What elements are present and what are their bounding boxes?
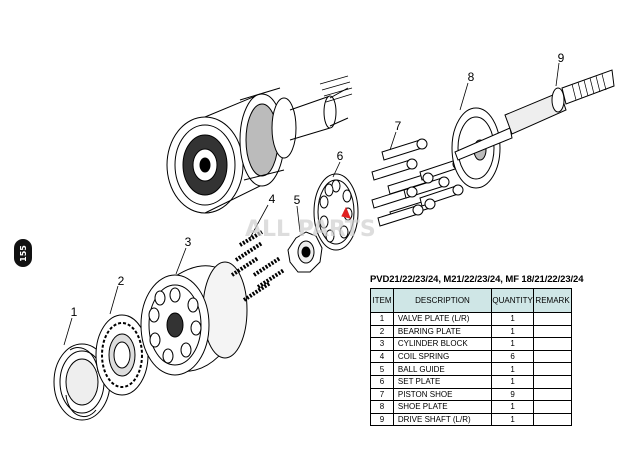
- callout-4: 4: [269, 192, 276, 206]
- part-5-ball-guide: [287, 231, 323, 273]
- row-remark: [533, 400, 572, 414]
- row-description: BALL GUIDE: [392, 362, 493, 376]
- row-description: DRIVE SHAFT (L/R): [392, 412, 493, 427]
- row-description: CYLINDER BLOCK: [392, 337, 493, 351]
- callout-9: 9: [558, 51, 565, 65]
- callout-7: 7: [395, 119, 402, 133]
- row-description: VALVE PLATE (L/R): [392, 312, 493, 326]
- row-quantity: 1: [491, 400, 535, 414]
- parts-table-title: PVD21/22/23/24, M21/22/23/24, MF 18/21/2…: [370, 274, 584, 285]
- page-number-tab: 155: [14, 239, 32, 267]
- callout-leaders: [63, 62, 560, 346]
- part-7-piston-shoes: [371, 138, 464, 227]
- row-item: 7: [370, 387, 394, 402]
- callout-8: 8: [468, 70, 475, 84]
- row-remark: [533, 337, 572, 351]
- row-remark: [533, 387, 572, 402]
- callout-6: 6: [337, 149, 344, 163]
- row-description: BEARING PLATE: [392, 324, 493, 339]
- callout-5: 5: [294, 193, 301, 207]
- row-remark: [533, 412, 572, 427]
- part-9-drive-shaft: [454, 69, 615, 161]
- page-number: 155: [18, 244, 28, 262]
- callout-1: 1: [71, 305, 78, 319]
- watermark-logo: ALL PARTS: [245, 217, 376, 242]
- parts-table-header: ITEM DESCRIPTION QUANTITY REMARK: [370, 288, 572, 313]
- row-quantity: 1: [491, 312, 535, 326]
- row-quantity: 1: [491, 412, 535, 427]
- row-description: SHOE PLATE: [392, 400, 493, 414]
- part-4-coil-springs: [230, 230, 286, 302]
- row-description: SET PLATE: [392, 374, 493, 389]
- row-item: 6: [370, 374, 394, 389]
- header-item: ITEM: [370, 288, 394, 313]
- row-item: 8: [370, 400, 394, 414]
- callout-3: 3: [185, 235, 192, 249]
- part-3-cylinder-block: [140, 261, 248, 376]
- row-item: 3: [370, 337, 394, 351]
- part-6-set-plate: [313, 173, 359, 251]
- row-quantity: 1: [491, 324, 535, 339]
- row-item: 4: [370, 349, 394, 364]
- part-2-bearing-plate: [95, 314, 149, 396]
- row-remark: [533, 374, 572, 389]
- callout-2: 2: [118, 274, 125, 288]
- row-description: COIL SPRING: [392, 349, 493, 364]
- header-description: DESCRIPTION: [392, 288, 493, 313]
- row-item: 5: [370, 362, 394, 376]
- row-remark: [533, 312, 572, 326]
- row-quantity: 6: [491, 349, 535, 364]
- row-remark: [533, 349, 572, 364]
- assembled-pump-illustration: [166, 75, 353, 214]
- header-quantity: QUANTITY: [491, 288, 535, 313]
- row-quantity: 1: [491, 362, 535, 376]
- row-description: PISTON SHOE: [392, 387, 493, 402]
- row-quantity: 1: [491, 337, 535, 351]
- row-remark: [533, 324, 572, 339]
- row-item: 9: [370, 412, 394, 427]
- header-remark: REMARK: [533, 288, 572, 313]
- row-item: 1: [370, 312, 394, 326]
- row-remark: [533, 362, 572, 376]
- row-quantity: 9: [491, 387, 535, 402]
- row-quantity: 1: [491, 374, 535, 389]
- row-item: 2: [370, 324, 394, 339]
